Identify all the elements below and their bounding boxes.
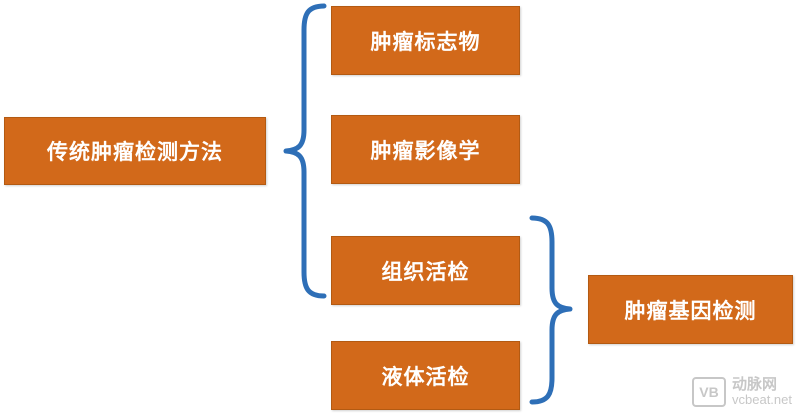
watermark: VB 动脉网 vcbeat.net <box>692 377 792 407</box>
right-brace <box>524 210 584 410</box>
node-label: 组织活检 <box>381 259 470 284</box>
left-brace <box>272 0 328 413</box>
node-tumor-gene-testing: 肿瘤基因检测 <box>588 275 793 344</box>
node-tissue-biopsy: 组织活检 <box>331 236 520 305</box>
watermark-logo: VB <box>692 377 726 407</box>
node-label: 液体活检 <box>381 364 470 389</box>
node-traditional-detection: 传统肿瘤检测方法 <box>4 117 266 185</box>
node-label: 传统肿瘤检测方法 <box>47 140 223 164</box>
node-label: 肿瘤标志物 <box>370 29 481 54</box>
watermark-cn: 动脉网 <box>732 375 778 394</box>
node-liquid-biopsy: 液体活检 <box>331 341 520 410</box>
node-tumor-imaging: 肿瘤影像学 <box>331 115 520 184</box>
node-tumor-marker: 肿瘤标志物 <box>331 6 520 75</box>
node-label: 肿瘤基因检测 <box>624 298 757 323</box>
watermark-text: 动脉网 vcbeat.net <box>732 375 792 408</box>
watermark-en: vcbeat.net <box>732 392 792 408</box>
node-label: 肿瘤影像学 <box>370 138 481 163</box>
